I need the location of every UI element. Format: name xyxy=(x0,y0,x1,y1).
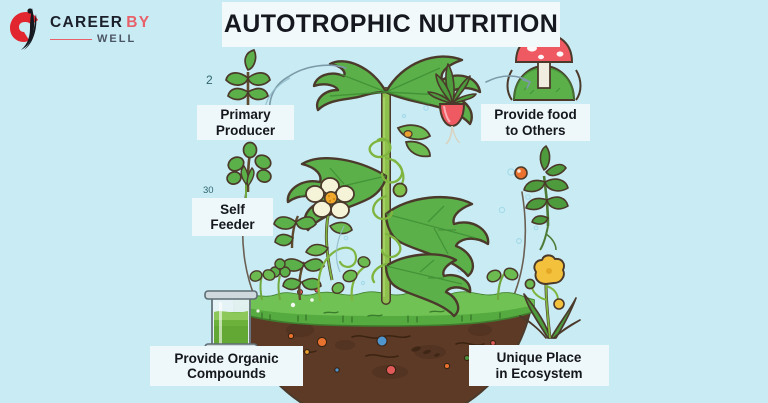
fern-sprout-upper xyxy=(225,49,271,108)
page-title: AUTOTROPHIC NUTRITION xyxy=(223,10,559,38)
label-self-feeder-text: Self Feeder xyxy=(210,201,255,232)
label-provide-food-to-others: Provide food to Others xyxy=(481,104,590,141)
fern-sprout-mid xyxy=(226,141,272,193)
label-self-feeder: Self Feeder xyxy=(192,198,273,236)
white-flower xyxy=(304,177,355,281)
floating-seed xyxy=(403,130,413,139)
test-tube xyxy=(204,290,258,353)
title-banner: AUTOTROPHIC NUTRITION xyxy=(222,2,560,47)
label-provide-organic-compounds-text: Provide Organic Compounds xyxy=(174,350,279,381)
moss-cluster-left xyxy=(269,258,325,301)
label-provide-food-to-others-text: Provide food to Others xyxy=(494,107,577,138)
logo-divider xyxy=(50,38,92,40)
label-unique-place-in-ecosystem-text: Unique Place in Ecosystem xyxy=(495,350,583,381)
yellow-flower xyxy=(519,254,581,339)
small-sprout-right xyxy=(486,267,519,301)
grass-sprout-small xyxy=(240,164,255,198)
central-plant xyxy=(286,55,490,318)
aquatic-plant xyxy=(514,145,569,251)
label-provide-organic-compounds: Provide Organic Compounds xyxy=(150,346,303,386)
leafy-sprig-mid-left xyxy=(273,215,317,249)
label-unique-place-in-ecosystem: Unique Place in Ecosystem xyxy=(469,345,609,386)
stray-numeral-top: 2 xyxy=(206,73,213,87)
label-primary-producer-text: Primary Producer xyxy=(215,107,276,138)
logo-by-text: BY xyxy=(126,14,151,32)
logo-career-text: CAREER xyxy=(50,14,124,32)
logo-well-text: WELL xyxy=(97,32,137,45)
label-primary-producer: Primary Producer xyxy=(197,105,294,140)
arrow-right xyxy=(485,75,531,89)
mineral-particles xyxy=(287,332,496,376)
stray-numeral-mid: 30 xyxy=(203,185,214,196)
soil-cross-section xyxy=(233,287,535,403)
moss-cluster-left-low xyxy=(249,269,276,301)
red-radish xyxy=(427,63,477,145)
logo-mark-icon xyxy=(8,8,44,50)
